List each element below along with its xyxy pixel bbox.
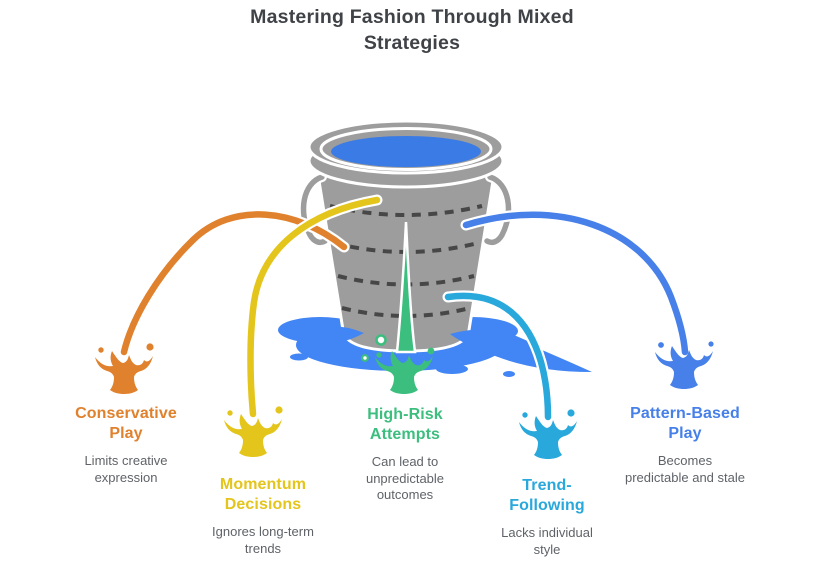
strategy-label-trend-following: Trend- Following [509,477,585,514]
strategy-label-momentum-decisions: Momentum Decisions [219,476,307,513]
splash-icon-momentum-decisions [224,406,283,457]
strategy-desc-momentum-decisions: Ignores long-term trends [212,524,314,556]
page-title: Mastering Fashion Through Mixed Strategi… [250,6,574,54]
stream-conservative-play [118,209,350,358]
bubbles [361,334,387,362]
splash-icon-conservative-play [95,343,154,394]
strategy-pattern-based-play: Pattern-Based Play Becomes predictable a… [600,404,770,486]
strategy-desc-pattern-based-play: Becomes predictable and stale [625,453,745,485]
strategy-label-conservative-play: Conservative Play [75,405,177,442]
water-surface [331,136,481,167]
bucket-handle-left [298,172,330,248]
strategy-label-pattern-based-play: Pattern-Based Play [630,405,740,442]
strategy-momentum-decisions: Momentum Decisions Ignores long-term tre… [178,475,348,557]
splash-icon-high-risk-attempts [375,347,435,394]
stream-pattern-based-play [460,209,691,358]
strategy-desc-trend-following: Lacks individual style [501,525,593,557]
strategy-desc-high-risk-attempts: Can lead to unpredictable outcomes [365,454,445,502]
bucket-handle-right [482,172,514,248]
strategy-trend-following: Trend- Following Lacks individual style [462,476,632,558]
stream-trend-following [442,290,554,423]
splash-icon-trend-following [519,409,577,459]
splash-icon-pattern-based-play [655,341,714,389]
strategy-conservative-play: Conservative Play Limits creative expres… [41,404,211,486]
strategy-high-risk-attempts: High-Risk Attempts Can lead to unpredict… [320,405,490,504]
puddle-front [290,326,592,377]
stream-high-risk-attempts [395,221,417,354]
stream-momentum-decisions [245,194,383,420]
strategy-desc-conservative-play: Limits creative expression [84,453,168,485]
strategy-label-high-risk-attempts: High-Risk Attempts [367,406,443,443]
